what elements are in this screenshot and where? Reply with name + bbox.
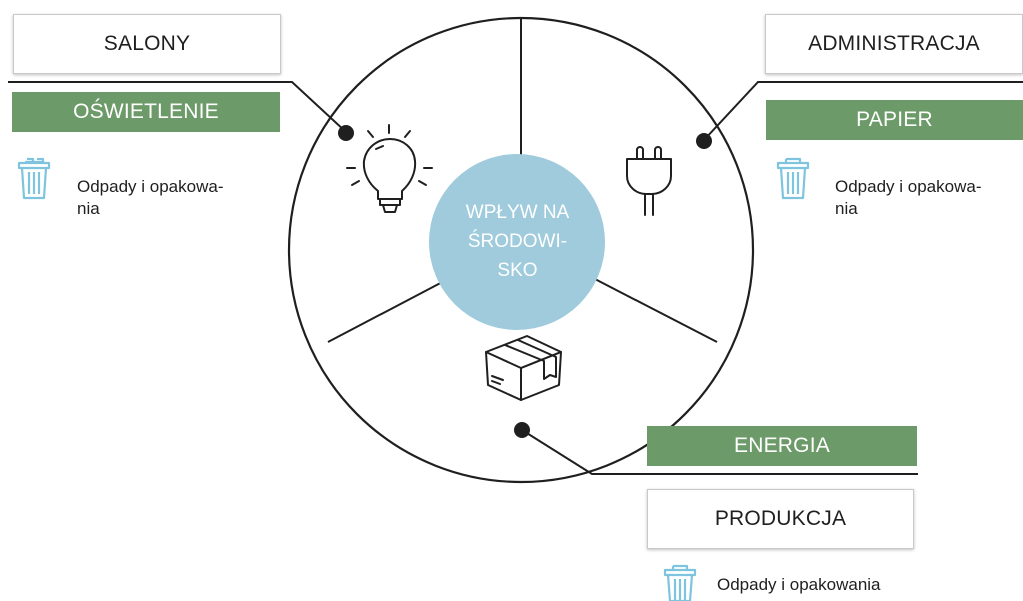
connector-bottom bbox=[521, 429, 918, 475]
package-box-icon bbox=[485, 335, 562, 401]
note-left: Odpady i opakowa- nia bbox=[77, 176, 223, 220]
center-title: WPŁYW NA ŚRODOWI- SKO bbox=[430, 166, 605, 316]
trash-bin-icon bbox=[663, 564, 697, 601]
header-produkcja: PRODUKCJA bbox=[647, 489, 914, 549]
header-salony: SALONY bbox=[13, 14, 281, 74]
note-right: Odpady i opakowa- nia bbox=[835, 176, 981, 220]
note-right-line-1: Odpady i opakowa- bbox=[835, 177, 982, 196]
connector-dot-right bbox=[696, 133, 712, 149]
note-bottom: Odpady i opakowania bbox=[717, 574, 881, 596]
category-oswietlenie: OŚWIETLENIE bbox=[12, 92, 280, 132]
power-plug-icon bbox=[626, 146, 672, 216]
center-title-line-2: ŚRODOWI- bbox=[467, 230, 568, 252]
header-administracja: ADMINISTRACJA bbox=[765, 14, 1023, 74]
connector-right bbox=[703, 81, 1023, 141]
divider-lower-left bbox=[327, 277, 451, 343]
note-left-line-1: Odpady i opakowa- bbox=[77, 177, 224, 196]
note-right-line-2: nia bbox=[835, 199, 858, 218]
note-left-line-2: nia bbox=[77, 199, 100, 218]
trash-bin-icon bbox=[17, 157, 51, 200]
center-circle bbox=[429, 154, 605, 330]
center-title-line-3: SKO bbox=[497, 259, 538, 281]
lightbulb-icon bbox=[346, 124, 433, 213]
center-title-line-1: WPŁYW NA bbox=[465, 201, 570, 223]
connector-dot-left bbox=[338, 125, 354, 141]
connector-dot-bottom bbox=[514, 422, 530, 438]
divider-lower-right bbox=[592, 277, 718, 343]
category-papier: PAPIER bbox=[766, 100, 1023, 140]
note-bottom-line-1: Odpady i opakowania bbox=[717, 575, 881, 594]
category-energia: ENERGIA bbox=[647, 426, 917, 466]
connector-left bbox=[8, 81, 347, 133]
trash-bin-icon bbox=[776, 157, 810, 200]
